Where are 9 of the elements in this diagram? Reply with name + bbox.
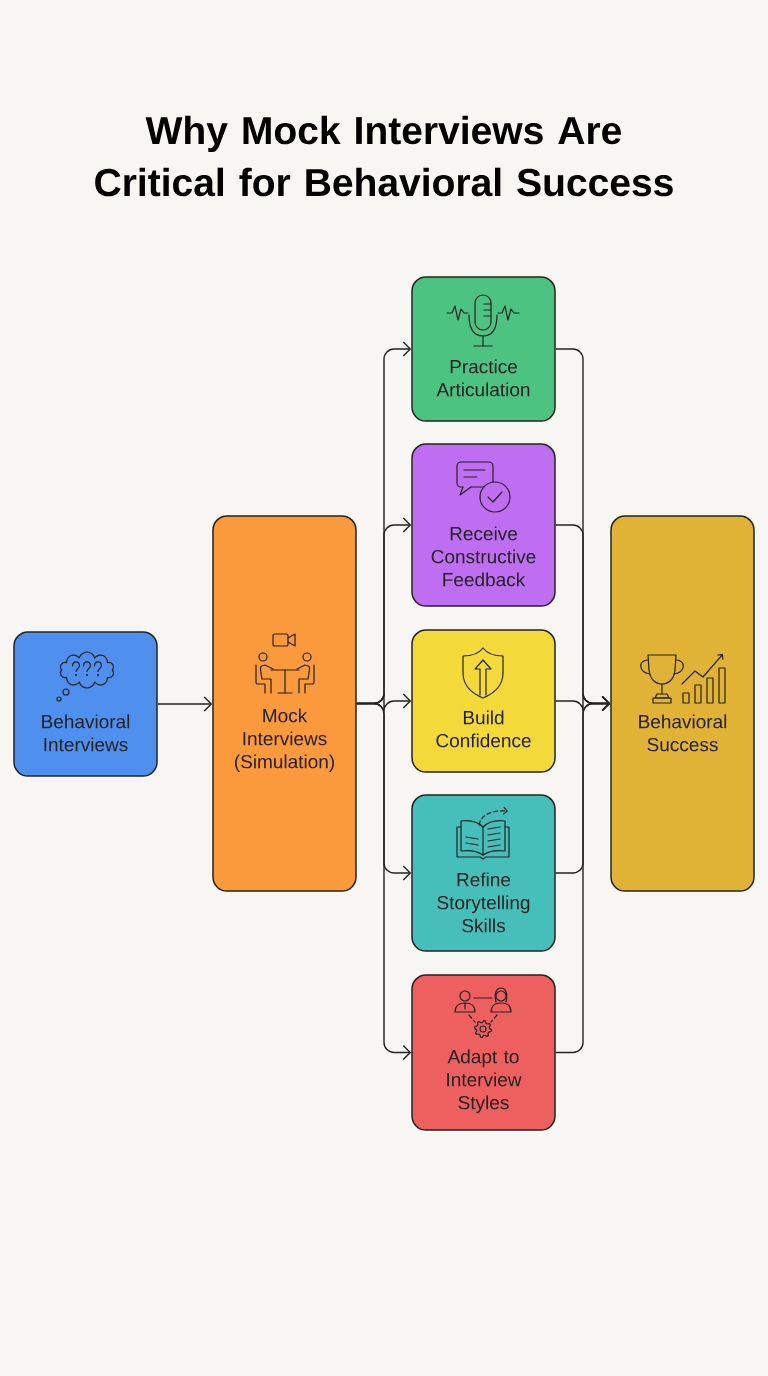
process-box: Behavioral Interviews	[13, 631, 158, 777]
process-box: Mock Interviews (Simulation)	[212, 515, 357, 892]
process-box: Behavioral Success	[610, 515, 755, 892]
process-box: Adapt to Interview Styles	[411, 974, 556, 1131]
process-box: Practice Articulation	[411, 276, 556, 422]
process-box: Refine Storytelling Skills	[411, 794, 556, 952]
process-box: Build Confidence	[411, 629, 556, 773]
process-box: Receive Constructive Feedback	[411, 443, 556, 607]
title: Why Mock Interviews Are Critical for Behavioral Success	[95, 115, 673, 197]
